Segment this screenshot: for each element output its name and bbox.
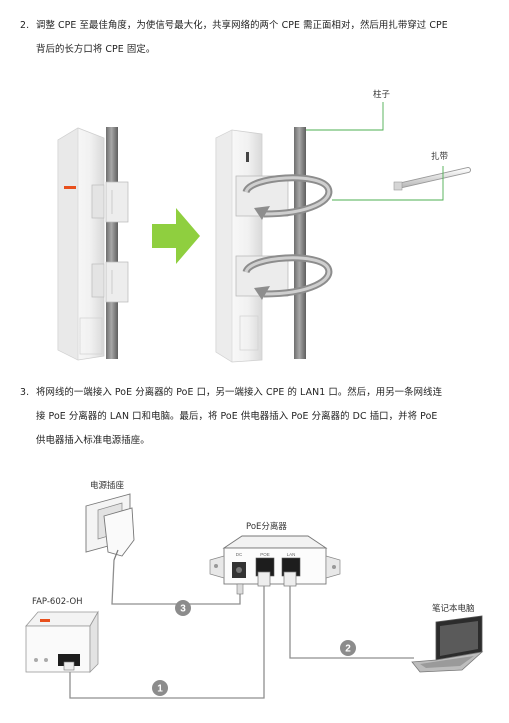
poe-splitter [209,535,341,585]
marker-3-text: 3 [180,604,186,615]
cable-2 [289,586,414,659]
laptop [411,615,484,673]
marker-1: 1 [152,680,168,696]
marker-3: 3 [175,600,191,616]
dc-port-label: DC [236,552,243,557]
fap-602-oh-device [25,610,99,673]
power-adapter [103,507,135,561]
right-pole [294,127,306,359]
laptop-label: 笔记本电脑 [432,604,475,614]
cable-tie-wraps [242,174,333,300]
loose-cable-tie [393,167,471,191]
device-lan-port [58,654,80,666]
cable-tie-label: 扎带 [431,152,449,162]
brand-logo-icon [64,186,76,189]
device-brand-icon [40,619,50,622]
socket-label: 电源插座 [90,481,125,491]
pole-label: 柱子 [373,90,391,100]
step-2-line-1: 调整 CPE 至最佳角度，为使信号最大化，共享网络的两个 CPE 需正面相对，然… [36,20,448,31]
step-3-line-1: 将网线的一端接入 PoE 分离器的 PoE 口，另一端接入 CPE 的 LAN1… [36,387,443,398]
green-arrow-icon [152,208,200,264]
step-2-number: 2. [20,20,30,31]
marker-2: 2 [340,640,356,656]
marker-1-text: 1 [157,684,163,695]
cable-1 [69,586,265,699]
lan-port-label: LAN [287,552,296,557]
device-label: FAP-602-OH [32,597,83,607]
splitter-label: PoE分离器 [246,522,287,532]
left-cpe-device [57,127,129,361]
step-3-text: 3. 将网线的一端接入 PoE 分离器的 PoE 口，另一端接入 CPE 的 LA… [20,381,490,453]
step-3-line-3: 供电器插入标准电源插座。 [36,435,150,446]
step-2-line-2: 背后的长方口将 CPE 固定。 [36,44,156,55]
pole-callout-line [306,102,384,131]
step-3-number: 3. [20,387,30,398]
step-2-text: 2. 调整 CPE 至最佳角度，为使信号最大化，共享网络的两个 CPE 需正面相对… [20,14,490,62]
marker-2-text: 2 [345,644,351,655]
poe-port-label: POE [260,552,270,557]
tie-callout-line [332,166,444,201]
step-3-line-2: 接 PoE 分离器的 LAN 口和电脑。最后，将 PoE 供电器插入 PoE 分… [36,411,438,422]
